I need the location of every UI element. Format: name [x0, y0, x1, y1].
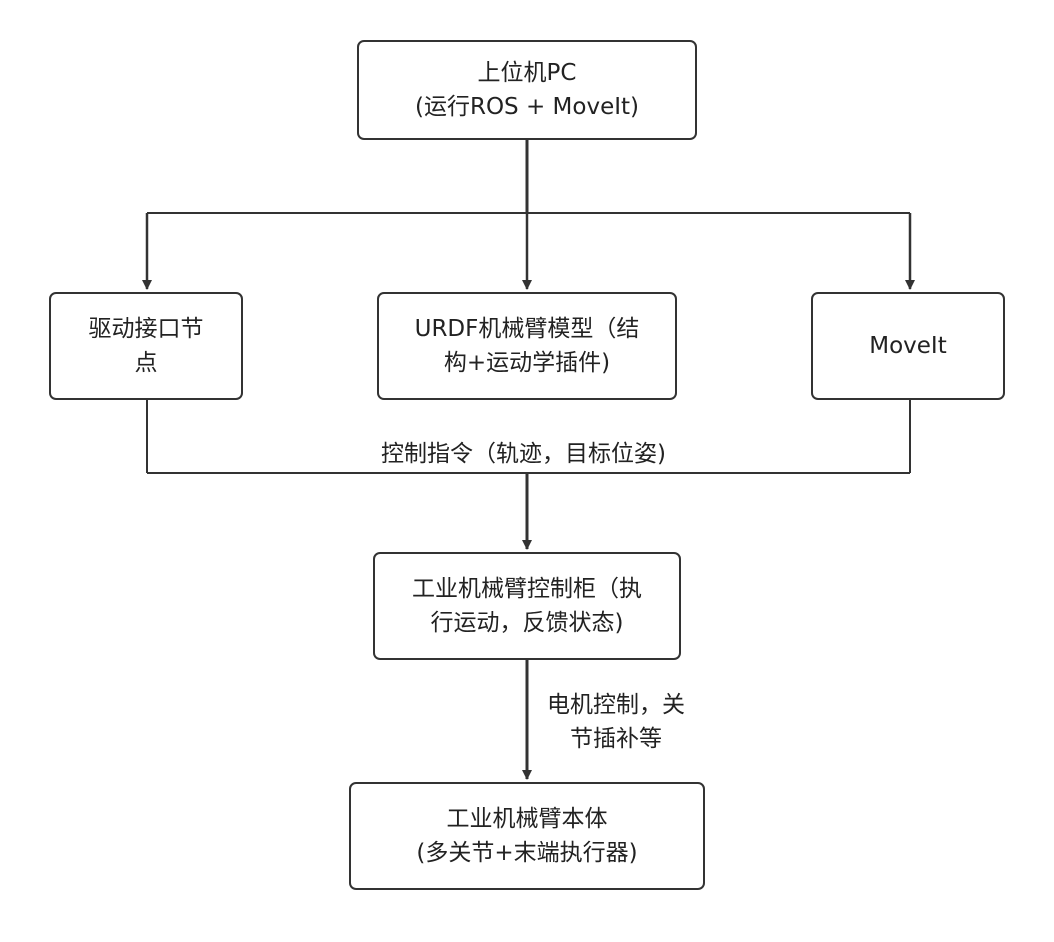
node-host-pc-line2: (运行ROS + MoveIt) [414, 94, 639, 120]
node-controller-cabinet-line2: 行运动，反馈状态) [430, 610, 624, 636]
node-driver-interface: 驱动接口节 点 [49, 292, 243, 400]
edge-label-motor-control: 电机控制，关 节插补等 [532, 688, 700, 756]
edge-label-motor-control-line2: 节插补等 [570, 726, 662, 752]
edge-label-control-command: 控制指令（轨迹，目标位姿) [377, 437, 670, 471]
node-driver-interface-line1: 驱动接口节 [88, 316, 204, 342]
node-controller-cabinet-line1: 工业机械臂控制柜（执 [412, 576, 642, 602]
node-driver-interface-line2: 点 [134, 350, 158, 376]
node-urdf-model-line1: URDF机械臂模型（结 [414, 316, 640, 342]
node-controller-cabinet: 工业机械臂控制柜（执 行运动，反馈状态) [373, 552, 681, 660]
node-host-pc: 上位机PC (运行ROS + MoveIt) [357, 40, 697, 140]
node-urdf-model: URDF机械臂模型（结 构+运动学插件) [377, 292, 677, 400]
node-robot-body-line2: (多关节+末端执行器) [416, 840, 638, 866]
node-urdf-model-line2: 构+运动学插件) [443, 350, 611, 376]
node-host-pc-line1: 上位机PC [477, 60, 577, 86]
node-robot-body-line1: 工业机械臂本体 [446, 806, 608, 832]
node-moveit-label: MoveIt [869, 333, 947, 359]
node-moveit: MoveIt [811, 292, 1005, 400]
node-robot-body: 工业机械臂本体 (多关节+末端执行器) [349, 782, 705, 890]
edge-label-motor-control-line1: 电机控制，关 [547, 692, 685, 718]
